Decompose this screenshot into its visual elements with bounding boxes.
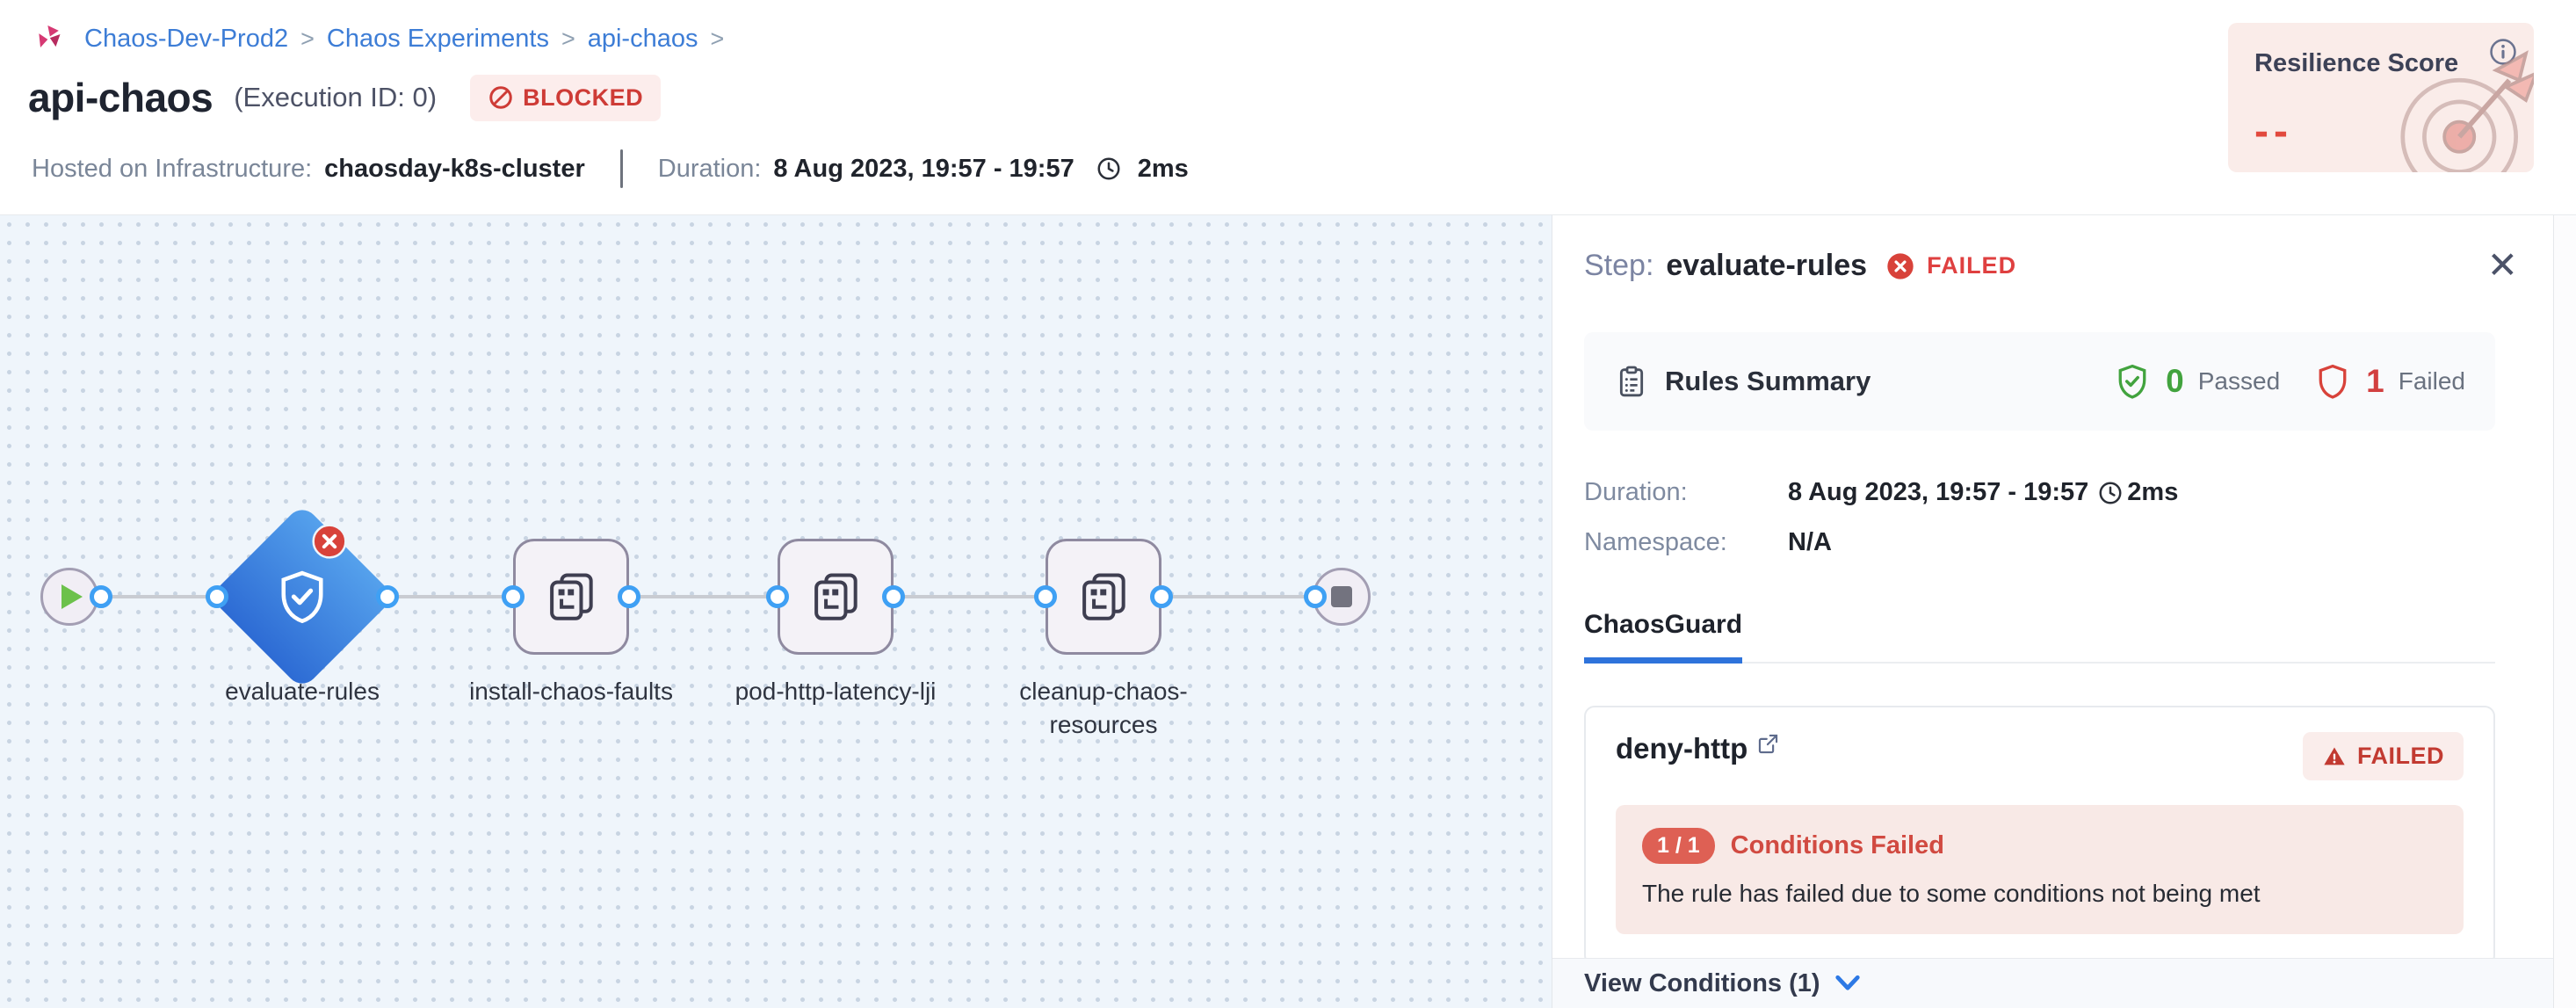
node-label: evaluate-rules (225, 678, 380, 705)
connector-dot (206, 585, 228, 608)
resilience-score-card: Resilience Score -- (2228, 23, 2534, 172)
breadcrumb-separator: > (561, 25, 575, 52)
panel-scrollbar[interactable] (2553, 215, 2576, 1008)
breadcrumb-separator: > (300, 25, 315, 52)
failed-x-icon (1887, 252, 1914, 279)
view-conditions-button[interactable]: View Conditions (1) (1552, 958, 2553, 1008)
rule-card: deny-http FAILED 1 / 1 Conditions Failed (1584, 706, 2495, 966)
play-icon (62, 584, 83, 609)
hosted-label: Hosted on Infrastructure: (32, 154, 313, 183)
panel-duration-label: Duration: (1584, 478, 1688, 506)
connector-dot (1304, 585, 1327, 608)
status-badge: BLOCKED (470, 74, 662, 121)
node-cleanup-chaos-resources[interactable] (1046, 539, 1161, 655)
rules-summary-title: Rules Summary (1665, 366, 1871, 396)
panel-duration-value: 8 Aug 2023, 19:57 - 19:57 (1788, 478, 2089, 506)
conditions-count-badge: 1 / 1 (1642, 828, 1715, 864)
target-illustration (2400, 50, 2534, 172)
failed-label: Failed (2398, 367, 2465, 395)
duration-label: Duration: (657, 154, 762, 183)
clipboard-icon (1619, 366, 1644, 397)
hosted-value: chaosday-k8s-cluster (324, 154, 585, 183)
shield-passed-icon (2118, 364, 2146, 399)
chaos-fault-icon (550, 573, 593, 620)
clock-icon (1097, 157, 1120, 180)
step-label: Step: (1584, 249, 1654, 282)
connector-dot (90, 585, 112, 608)
edge (1161, 595, 1315, 598)
breadcrumb-experiments[interactable]: Chaos Experiments (326, 24, 549, 53)
node-label: pod-http-latency-lji (734, 678, 937, 705)
blocked-icon (489, 86, 512, 109)
conditions-failed-alert: 1 / 1 Conditions Failed The rule has fai… (1616, 805, 2464, 934)
connector-dot (618, 585, 640, 608)
connector-dot (1034, 585, 1057, 608)
rule-name: deny-http (1616, 732, 1748, 765)
pipeline-canvas[interactable]: evaluate-rules install-chaos-faults pod-… (0, 215, 1552, 1008)
namespace-label: Namespace: (1584, 528, 1727, 556)
rule-status-badge: FAILED (2302, 732, 2464, 780)
namespace-value: N/A (1788, 528, 1832, 556)
node-label: cleanup-chaos-resources (1019, 678, 1188, 738)
pipeline-start-node[interactable] (40, 568, 98, 626)
duration-ms: 2ms (1137, 154, 1189, 183)
step-status-label: FAILED (1927, 252, 2017, 279)
meta-divider (619, 149, 623, 188)
conditions-failed-message: The rule has failed due to some conditio… (1642, 880, 2261, 907)
edge (894, 595, 1046, 598)
rules-summary-card: Rules Summary 0 Passed 1 Failed (1584, 332, 2495, 431)
node-pod-http-latency[interactable] (778, 539, 894, 655)
tab-chaosguard[interactable]: ChaosGuard (1584, 610, 1743, 664)
warning-triangle-icon (2324, 747, 2345, 765)
external-link-icon[interactable] (1756, 732, 1780, 756)
close-icon[interactable]: ✕ (2486, 244, 2518, 286)
edge (387, 595, 513, 598)
node-label: install-chaos-faults (469, 678, 673, 705)
connector-dot (882, 585, 905, 608)
info-icon[interactable] (2488, 37, 2518, 67)
chevron-down-icon (1834, 975, 1860, 990)
breadcrumb-project[interactable]: Chaos-Dev-Prod2 (84, 24, 289, 53)
breadcrumb: Chaos-Dev-Prod2 > Chaos Experiments > ap… (32, 21, 724, 56)
edge (629, 595, 778, 598)
passed-label: Passed (2197, 367, 2281, 395)
edge (101, 595, 217, 598)
node-install-chaos-faults[interactable] (513, 539, 629, 655)
view-conditions-label: View Conditions (1) (1584, 968, 1820, 997)
connector-dot (376, 585, 399, 608)
clock-icon (2099, 482, 2122, 504)
step-details-panel: Step: evaluate-rules FAILED ✕ Rules Summ… (1552, 215, 2553, 1008)
resilience-score-title: Resilience Score (2254, 49, 2459, 77)
panel-duration-ms: 2ms (2127, 478, 2179, 506)
page-title: api-chaos (28, 75, 213, 120)
failed-count: 1 (2366, 363, 2384, 399)
connector-dot (766, 585, 789, 608)
connector-dot (1150, 585, 1173, 608)
rule-status-label: FAILED (2356, 743, 2444, 769)
chaos-fault-icon (814, 573, 857, 620)
breadcrumb-experiment-name[interactable]: api-chaos (587, 24, 698, 53)
node-evaluate-rules[interactable] (208, 503, 396, 691)
chaos-logo-icon (39, 25, 61, 47)
step-name: evaluate-rules (1666, 249, 1868, 282)
passed-count: 0 (2166, 363, 2184, 399)
resilience-score-value: -- (2254, 108, 2293, 155)
chaos-fault-icon (1082, 573, 1125, 620)
panel-tab-bar: ChaosGuard (1584, 610, 2495, 664)
status-badge-label: BLOCKED (523, 83, 644, 111)
breadcrumb-separator: > (710, 25, 725, 52)
stop-icon (1331, 586, 1352, 607)
shield-failed-icon (2319, 364, 2347, 399)
execution-id: (Execution ID: 0) (234, 82, 438, 112)
page-header: Chaos-Dev-Prod2 > Chaos Experiments > ap… (0, 0, 2576, 215)
connector-dot (502, 585, 525, 608)
duration-value: 8 Aug 2023, 19:57 - 19:57 (773, 154, 1075, 183)
conditions-failed-title: Conditions Failed (1730, 831, 1944, 859)
